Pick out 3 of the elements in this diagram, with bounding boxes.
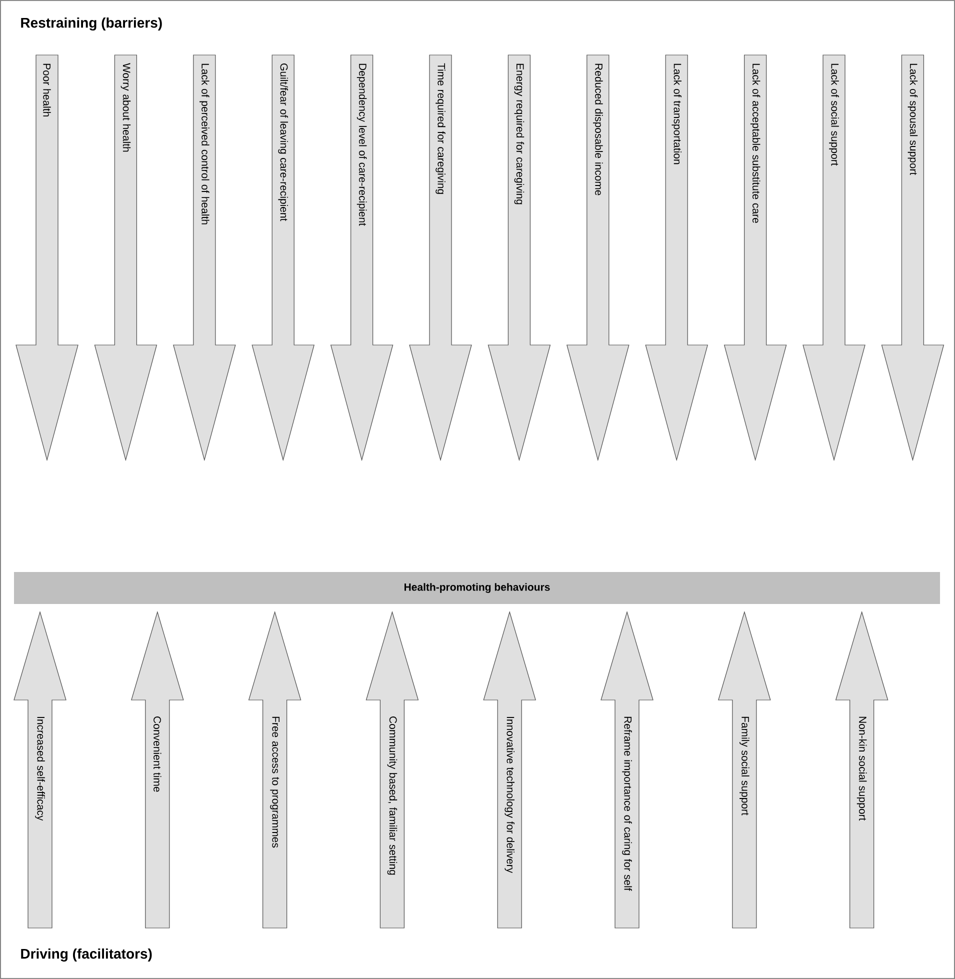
band: Health-promoting behaviours bbox=[14, 572, 940, 604]
section-heading: Driving (facilitators) bbox=[21, 948, 152, 962]
section-heading: Restraining (barriers) bbox=[21, 17, 162, 31]
